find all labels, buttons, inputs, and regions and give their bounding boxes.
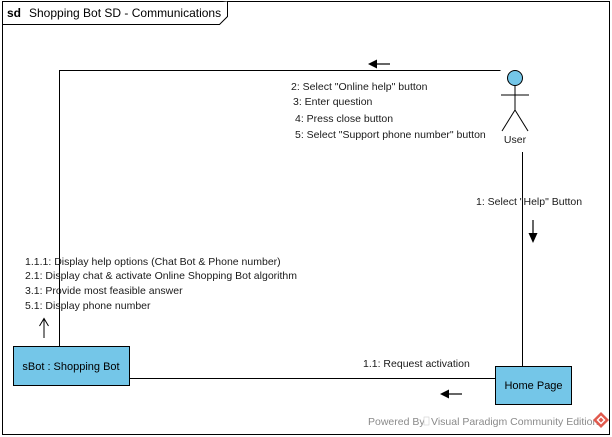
object-home-page-box (495, 366, 572, 405)
powered-by-text: Powered By (368, 416, 425, 428)
object-home-page-label: Home Page (504, 380, 562, 392)
powered-by-footer: Powered By Visual Paradigm Community Edi… (368, 412, 609, 428)
message-arrow-left-bottom (440, 389, 462, 399)
product-name: Visual Paradigm Community Edition (431, 416, 598, 428)
message-label-request-activation: 1.1: Request activation (363, 358, 470, 370)
message-label: 3: Enter question (293, 96, 373, 108)
message-label: 2: Select "Online help" button (291, 81, 428, 93)
messages-bot-self: 1.1.1: Display help options (Chat Bot & … (25, 256, 297, 312)
vp-small-icon (423, 416, 430, 426)
link-user-bot (59, 70, 501, 346)
message-label: 1.1.1: Display help options (Chat Bot & … (25, 256, 281, 268)
message-label: 5: Select "Support phone number" button (295, 129, 486, 141)
message-label: 4: Press close button (295, 113, 393, 125)
object-shopping-bot-label: sBot : Shopping Bot (22, 361, 119, 373)
object-shopping-bot[interactable]: sBot : Shopping Bot (13, 346, 130, 386)
actor-head (507, 70, 523, 86)
actor-user[interactable]: User (501, 70, 529, 147)
message-label: 2.1: Display chat & activate Online Shop… (25, 270, 297, 282)
object-home-page[interactable]: Home Page (495, 366, 572, 405)
message-arrow-up (39, 317, 49, 338)
message-label: 3.1: Provide most feasible answer (25, 285, 183, 297)
frame-title-tab (2, 1, 228, 25)
object-shopping-bot-box (13, 346, 130, 386)
message-arrow-down (528, 220, 538, 243)
message-label: 5.1: Display phone number (25, 300, 151, 312)
visual-paradigm-logo-icon (593, 412, 609, 428)
message-label-select-help: 1: Select "Help" Button (476, 196, 582, 208)
frame-title: Shopping Bot SD - Communications (29, 6, 221, 20)
actor-name: User (504, 134, 527, 146)
message-arrow-left-top (368, 59, 390, 69)
frame-keyword: sd (7, 6, 21, 20)
messages-user-to-bot: 2: Select "Online help" button 3: Enter … (291, 81, 486, 141)
